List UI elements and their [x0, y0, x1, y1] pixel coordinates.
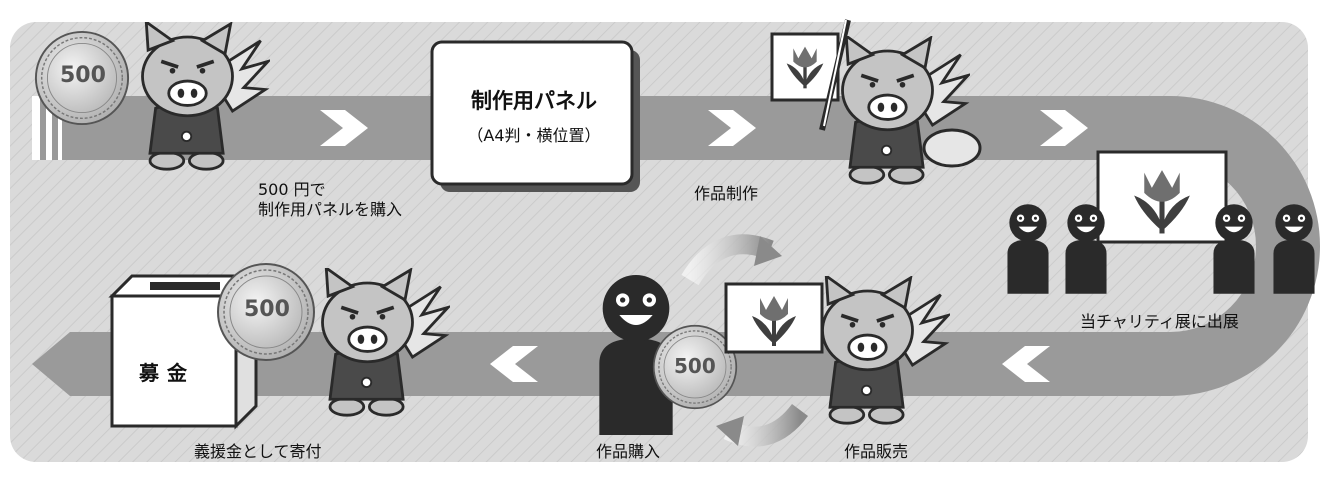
step-sell: 作品販売	[844, 442, 909, 461]
chevron-right-icon	[1040, 110, 1088, 146]
production-panel	[430, 40, 640, 192]
coin-value-label: 500	[244, 297, 290, 322]
chevron-left-icon	[1002, 346, 1050, 382]
chevron-right-icon	[320, 110, 368, 146]
step-create: 作品制作	[694, 184, 759, 203]
chevron-left-icon	[490, 346, 538, 382]
visitor-icon	[1065, 204, 1107, 294]
pig-painting	[770, 19, 982, 186]
palette-icon	[922, 128, 982, 168]
step-buy-line1: 500 円で	[258, 180, 326, 199]
visitor-icon	[1007, 204, 1049, 294]
pig-selling	[724, 276, 950, 426]
step-buy-line2: 制作用パネルを購入	[258, 200, 403, 219]
exhibition-scene	[1007, 150, 1315, 294]
donation-box-label: 募金	[139, 361, 195, 385]
exchange-arrows	[681, 234, 808, 447]
flow-chevrons	[320, 110, 1088, 382]
panel-subtitle: （A4判・横位置）	[467, 126, 601, 145]
step-exhibit: 当チャリティ展に出展	[1080, 312, 1239, 331]
visitor-icon	[1273, 204, 1315, 294]
coin-value-label: 500	[60, 63, 106, 88]
coin-value-label: 500	[674, 354, 716, 378]
step-purchase: 作品購入	[596, 442, 661, 461]
visitor-icon	[1213, 204, 1255, 294]
panel-title: 制作用パネル	[471, 89, 597, 113]
u-turn-road	[1170, 96, 1320, 396]
step-donate: 義援金として寄付	[194, 442, 322, 461]
chevron-right-icon	[708, 110, 756, 146]
